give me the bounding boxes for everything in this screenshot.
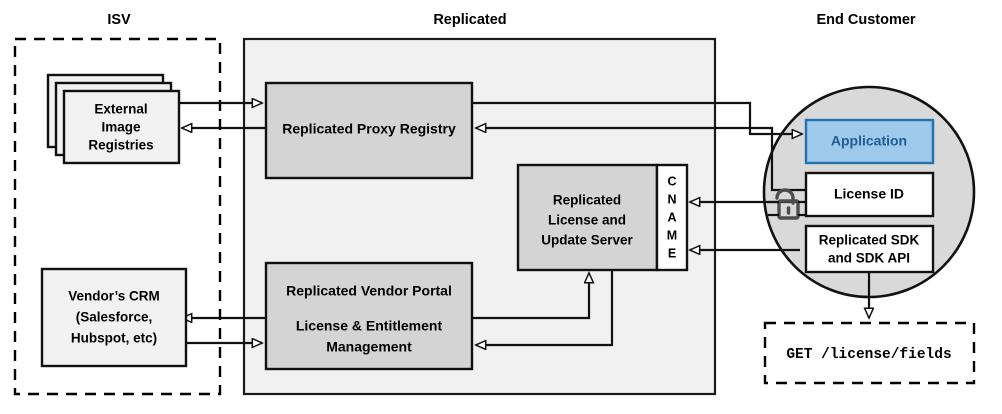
flow-license-server-to-portal <box>476 270 614 345</box>
vendor-portal-box <box>264 261 474 371</box>
registries-label-line1: External <box>94 102 147 117</box>
application-box <box>804 118 935 165</box>
license-id-label: License ID <box>834 186 904 202</box>
proxy-registry-label: Replicated Proxy Registry <box>282 121 456 137</box>
vendor-portal-line3: Management <box>326 339 412 355</box>
replicated-proxy-registry[interactable]: Replicated Proxy Registry <box>264 81 474 180</box>
sdk-label-line2: and SDK API <box>828 251 910 266</box>
registry-stack-front <box>62 89 181 165</box>
api-call-label: GET /license/fields <box>786 347 951 363</box>
unlock-icon <box>768 188 806 220</box>
vendor-crm-line3: Hubspot, etc) <box>71 331 157 346</box>
cname-box <box>655 163 689 272</box>
api-call-block[interactable]: GET /license/fields <box>763 321 976 385</box>
vendor-crm-line1: Vendor’s CRM <box>68 289 160 304</box>
license-server-line1: Replicated <box>553 193 621 208</box>
vendor-crm-line2: (Salesforce, <box>76 310 153 325</box>
zone-title-isv: ISV <box>107 12 131 28</box>
proxy-registry-box <box>264 81 474 180</box>
cname-letter-m: M <box>667 228 677 242</box>
api-call-boundary <box>763 321 976 385</box>
license-server-line3: Update Server <box>541 233 633 248</box>
sdk-label-line1: Replicated SDK <box>819 233 920 248</box>
cname-letter-e: E <box>668 246 676 260</box>
customer-application[interactable]: Application <box>804 118 935 165</box>
registries-label-line2: Image <box>101 120 141 135</box>
replicated-vendor-portal[interactable]: Replicated Vendor Portal License & Entit… <box>264 261 474 371</box>
vendor-portal-line1: Replicated Vendor Portal <box>286 283 452 299</box>
vendor-portal-line2: License & Entitlement <box>296 318 443 334</box>
cname-strip[interactable]: C N A M E <box>655 163 689 272</box>
external-image-registries[interactable]: External Image Registries <box>46 73 181 165</box>
license-id-box <box>804 171 935 218</box>
flow-portal-to-license-server <box>472 273 589 320</box>
application-label: Application <box>831 133 907 149</box>
sdk-box <box>804 224 935 274</box>
customer-replicated-sdk[interactable]: Replicated SDK and SDK API <box>804 224 935 274</box>
zone-title-replicated: Replicated <box>433 12 506 28</box>
replicated-license-update-server[interactable]: Replicated License and Update Server <box>516 163 659 272</box>
vendor-crm[interactable]: Vendor’s CRM (Salesforce, Hubspot, etc) <box>40 267 188 368</box>
license-server-box <box>516 163 659 272</box>
license-server-line2: License and <box>548 213 626 228</box>
isv-zone-boundary <box>13 37 222 396</box>
zone-title-end-customer: End Customer <box>816 12 915 28</box>
customer-license-id[interactable]: License ID <box>804 171 935 218</box>
registries-label-line3: Registries <box>88 138 153 153</box>
flow-proxy-to-application <box>472 101 802 134</box>
cname-letter-c: C <box>667 174 676 188</box>
vendor-crm-box <box>40 267 188 368</box>
cname-letter-n: N <box>667 192 676 206</box>
cname-letter-a: A <box>667 210 676 224</box>
